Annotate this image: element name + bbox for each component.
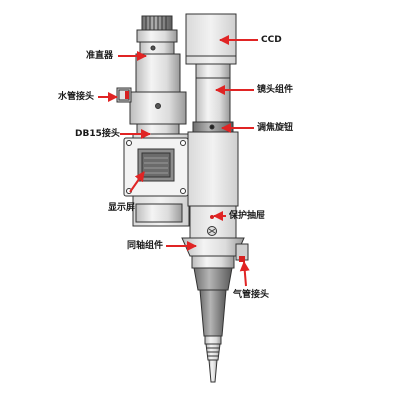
label-ccd: CCD: [261, 35, 282, 45]
coaxial-nozzle-part: [181, 237, 245, 383]
arrow-display: [129, 171, 145, 193]
label-water-pipe-connector: 水管接头: [58, 92, 95, 102]
label-coaxial-assembly: 同轴组件: [127, 241, 164, 251]
label-focus-knob: 调焦旋钮: [257, 123, 294, 133]
lens-assembly-part: [192, 63, 234, 133]
label-collimator: 准直器: [86, 51, 114, 61]
label-gas-pipe-connector: 气管接头: [233, 290, 270, 300]
label-lens-assembly: 镜头组件: [257, 85, 294, 95]
water-pipe-connector-part: [116, 87, 132, 103]
arrow-gas-pipe: [239, 261, 250, 287]
label-protective-drawer: 保护抽屉: [229, 211, 266, 221]
main-body-part: [187, 131, 239, 239]
label-display-screen: 显示屏: [108, 203, 136, 213]
collimator-part: [129, 15, 187, 137]
gas-pipe-connector-part: [235, 243, 249, 262]
label-db15-connector: DB15接头: [75, 129, 120, 139]
